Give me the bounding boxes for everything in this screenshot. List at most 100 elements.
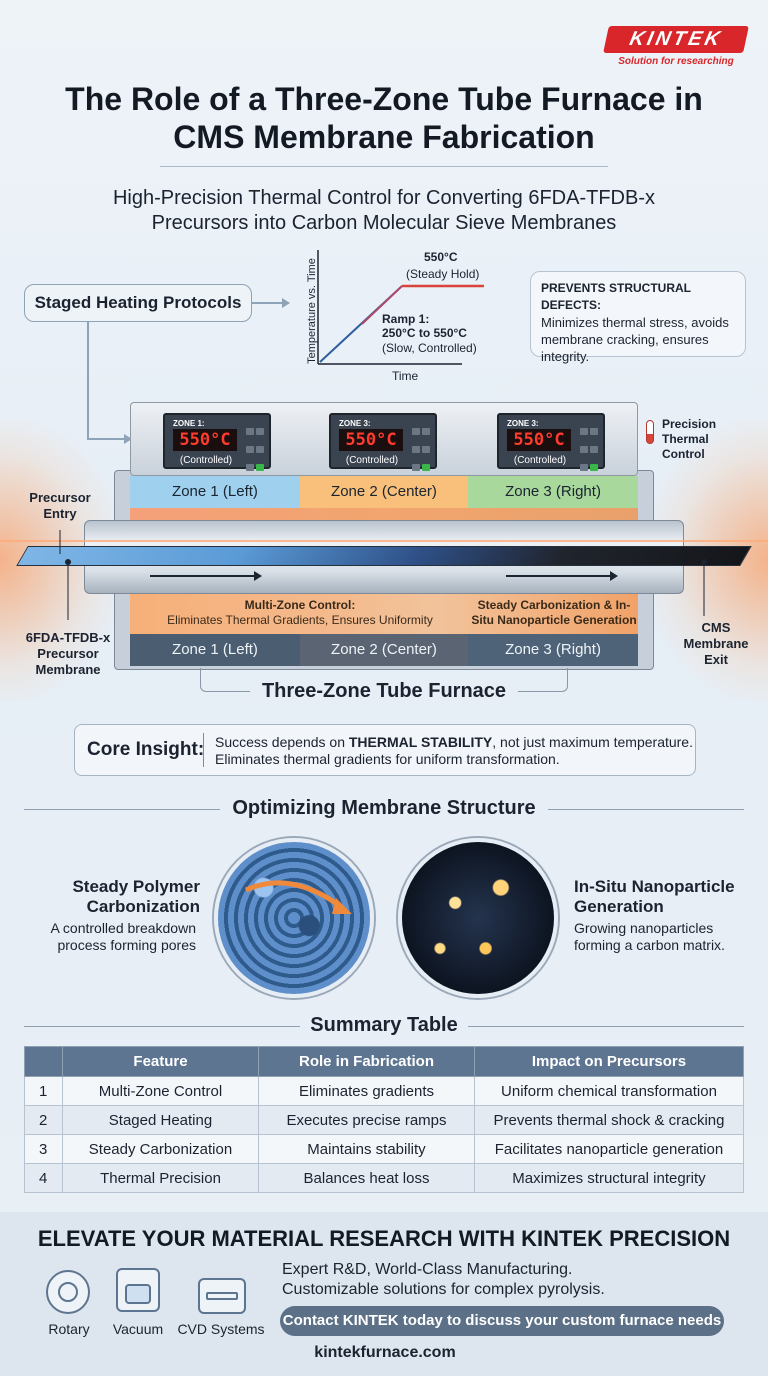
- zone-2-controller[interactable]: ZONE 3: 550°C (Controlled): [329, 413, 437, 471]
- cell-index: 2: [24, 1105, 63, 1135]
- thermometer-icon: [646, 420, 654, 444]
- controller-zone-label: ZONE 3:: [507, 419, 539, 428]
- pointer-lines: [59, 530, 707, 620]
- rotary-label: Rotary: [48, 1321, 90, 1337]
- multizone-band: [130, 594, 638, 634]
- zone-3-bottom: Zone 3 (Right): [468, 634, 638, 666]
- controller-buttons[interactable]: [579, 423, 601, 477]
- zone-2-bottom: Zone 2 (Center): [300, 634, 468, 666]
- defects-callout: PREVENTS STRUCTURAL DEFECTS: Minimizes t…: [530, 271, 746, 364]
- core-insight-label: Core Insight:: [87, 739, 205, 760]
- precursor-label: 6FDA-TFDB-x Precursor Membrane: [25, 630, 111, 677]
- cell-impact: Maximizes structural integrity: [474, 1163, 744, 1193]
- multizone-heading: Multi-Zone Control:: [244, 598, 356, 612]
- porous-structure-image: [214, 838, 374, 998]
- chart-x-label: Time: [392, 369, 419, 383]
- cell-role: Balances heat loss: [258, 1163, 475, 1193]
- table-row: 1 Multi-Zone Control Eliminates gradient…: [24, 1076, 744, 1106]
- cell-impact: Prevents thermal shock & cracking: [474, 1105, 744, 1135]
- header-index: [24, 1046, 63, 1077]
- contact-button[interactable]: Contact KINTEK today to discuss your cus…: [280, 1306, 724, 1336]
- furnace-control-panel: ZONE 1: 550°C (Controlled) ZONE 3: 550°C…: [130, 402, 638, 476]
- insight-text-bold: THERMAL STABILITY: [348, 734, 493, 750]
- footer-line-2: Customizable solutions for complex pyrol…: [282, 1281, 605, 1298]
- summary-title: Summary Table: [310, 1014, 458, 1036]
- controller-status: (Controlled): [513, 455, 567, 466]
- core-insight-divider: [203, 733, 204, 767]
- cell-feature: Thermal Precision: [62, 1163, 259, 1193]
- cell-impact: Uniform chemical transformation: [474, 1076, 744, 1106]
- section-rule-left: [24, 809, 220, 810]
- precision-label: Precision Thermal Control: [662, 417, 717, 461]
- steady-band-text: Steady Carbonization & In-Situ Nanoparti…: [471, 598, 637, 627]
- cell-index: 4: [24, 1163, 63, 1193]
- optimizing-title: Optimizing Membrane Structure: [232, 797, 536, 819]
- flow-arrow-left: [150, 571, 262, 581]
- zone-1-controller[interactable]: ZONE 1: 550°C (Controlled): [163, 413, 271, 471]
- cell-index: 1: [24, 1076, 63, 1106]
- cell-feature: Staged Heating: [62, 1105, 259, 1135]
- kintek-logo[interactable]: KINTEK Solution for researching: [603, 26, 749, 67]
- defects-heading: PREVENTS STRUCTURAL DEFECTS:: [541, 281, 691, 312]
- ramp-title: Ramp 1:: [382, 312, 430, 326]
- hold-note: (Steady Hold): [406, 267, 480, 281]
- furnace-name: Three-Zone Tube Furnace: [250, 680, 518, 703]
- cell-role: Executes precise ramps: [258, 1105, 475, 1135]
- flow-arrow-right: [506, 571, 618, 581]
- carbonization-arrow: [244, 880, 352, 914]
- cvd-system-icon: [198, 1278, 246, 1314]
- controller-zone-label: ZONE 3:: [339, 419, 371, 428]
- ramp-range: 250°C to 550°C: [382, 326, 467, 340]
- insight-text-line2: Eliminates thermal gradients for uniform…: [215, 751, 560, 767]
- multizone-body: Eliminates Thermal Gradients, Ensures Un…: [167, 613, 433, 627]
- controller-status: (Controlled): [179, 455, 233, 466]
- entry-label: Precursor Entry: [29, 490, 91, 521]
- page-title: The Role of a Three-Zone Tube Furnace in…: [65, 81, 703, 155]
- table-row: 4 Thermal Precision Balances heat loss M…: [24, 1163, 744, 1193]
- controller-status: (Controlled): [345, 455, 399, 466]
- header-feature: Feature: [62, 1046, 259, 1077]
- carbonization-text: A controlled breakdown process forming p…: [50, 920, 196, 953]
- vacuum-furnace-icon: [116, 1268, 160, 1312]
- cell-index: 3: [24, 1134, 63, 1164]
- table-row: 2 Staged Heating Executes precise ramps …: [24, 1105, 744, 1135]
- heat-glow-line: [0, 540, 768, 542]
- zone-2-top: Zone 2 (Center): [300, 476, 468, 508]
- logo-tagline: Solution for researching: [618, 56, 734, 67]
- multizone-text: Multi-Zone Control: Eliminates Thermal G…: [140, 598, 460, 628]
- summary-rule-right: [468, 1026, 744, 1027]
- controller-buttons[interactable]: [245, 423, 267, 477]
- controller-temp-display: 550°C: [339, 429, 403, 451]
- staged-heating-label: Staged Heating Protocols: [24, 284, 252, 322]
- cell-role: Eliminates gradients: [258, 1076, 475, 1106]
- header-impact: Impact on Precursors: [474, 1046, 744, 1077]
- nanoparticle-heading: In-Situ Nanoparticle Generation: [574, 877, 735, 916]
- zone-3-controller[interactable]: ZONE 3: 550°C (Controlled): [497, 413, 605, 471]
- footer-line-1: Expert R&D, World-Class Manufacturing.: [282, 1261, 573, 1278]
- website-link[interactable]: kintekfurnace.com: [314, 1344, 456, 1361]
- footer-title: ELEVATE YOUR MATERIAL RESEARCH WITH KINT…: [37, 1226, 731, 1251]
- header-role: Role in Fabrication: [258, 1046, 475, 1077]
- zone-3-top: Zone 3 (Right): [468, 476, 638, 508]
- summary-table: Feature Role in Fabrication Impact on Pr…: [24, 1046, 744, 1193]
- exit-label: CMS Membrane Exit: [683, 620, 749, 667]
- controller-temp-display: 550°C: [173, 429, 237, 451]
- page-subtitle: High-Precision Thermal Control for Conve…: [112, 187, 655, 234]
- ramp-note: (Slow, Controlled): [382, 341, 477, 355]
- controller-temp-display: 550°C: [507, 429, 571, 451]
- title-divider: [160, 166, 608, 167]
- cell-feature: Steady Carbonization: [62, 1134, 259, 1164]
- hold-temp: 550°C: [424, 250, 458, 264]
- core-insight-text: Success depends on THERMAL STABILITY, no…: [215, 734, 693, 768]
- controller-buttons[interactable]: [411, 423, 433, 477]
- cell-impact: Facilitates nanoparticle generation: [474, 1134, 744, 1164]
- rotary-furnace-icon: [46, 1270, 90, 1314]
- core-insight-box: Core Insight: Success depends on THERMAL…: [74, 724, 696, 776]
- chart-y-label: Temperature vs. Time: [306, 258, 318, 364]
- summary-rule-left: [24, 1026, 300, 1027]
- insight-text-pre: Success depends on: [215, 734, 349, 750]
- vacuum-label: Vacuum: [112, 1321, 164, 1337]
- nanoparticle-image: [398, 838, 558, 998]
- controller-zone-label: ZONE 1:: [173, 419, 205, 428]
- section-rule-right: [548, 809, 744, 810]
